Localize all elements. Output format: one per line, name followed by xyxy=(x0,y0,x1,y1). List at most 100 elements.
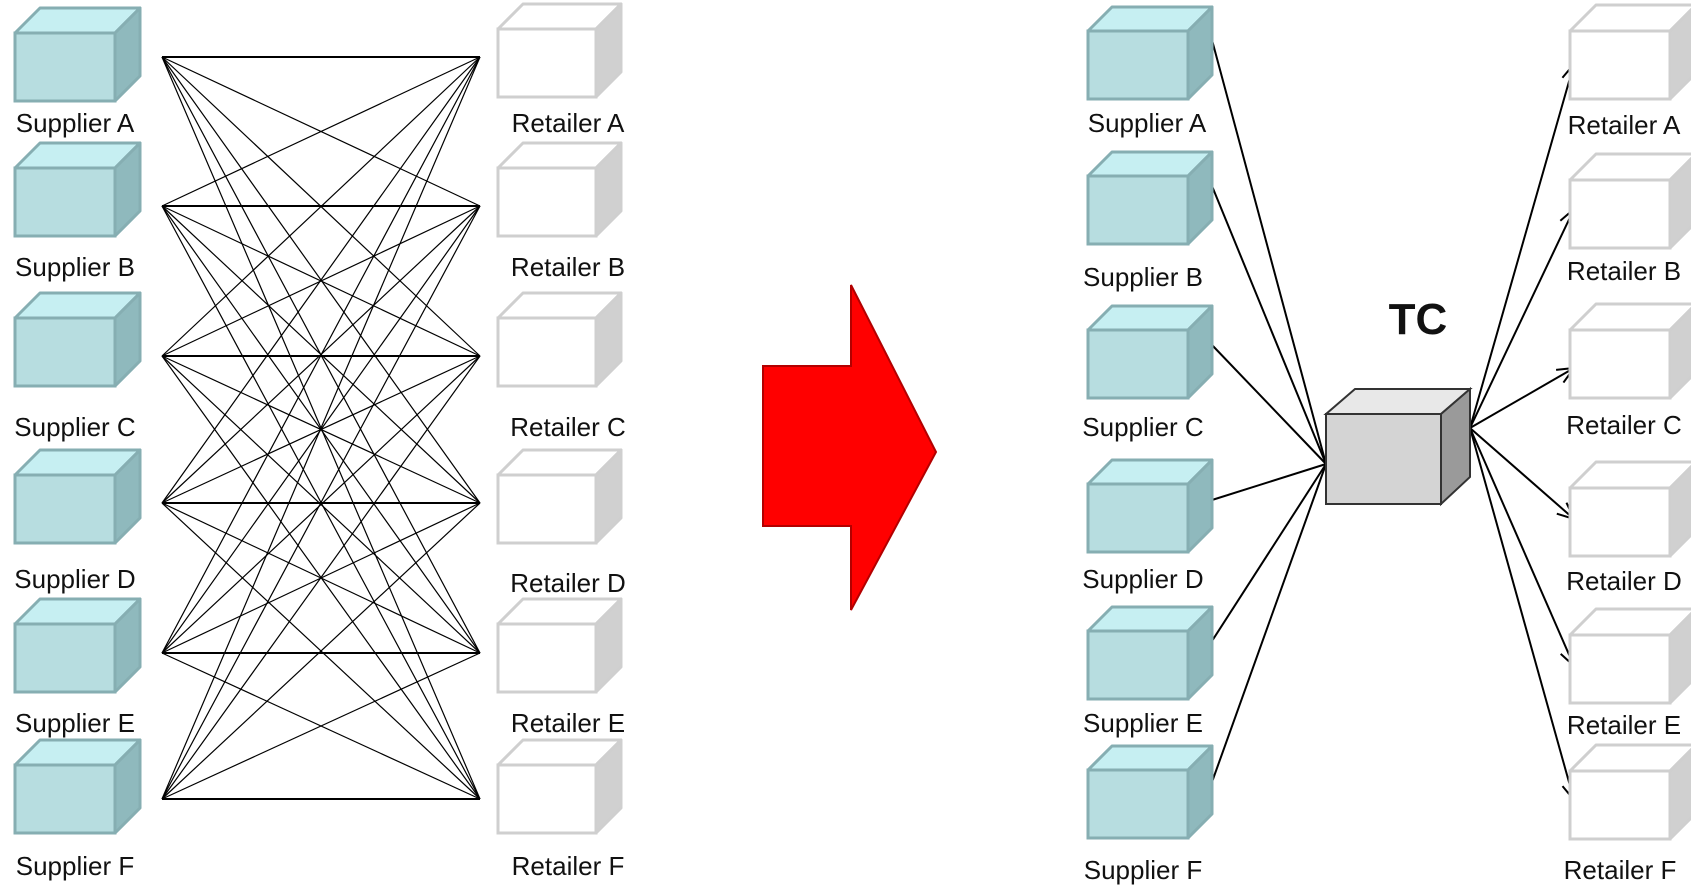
right-retailer-b-box-front xyxy=(1568,178,1672,250)
left-supplier-b-box xyxy=(13,141,142,238)
right-arrow-icon xyxy=(762,284,938,611)
left-supplier-f-box-front xyxy=(13,763,117,835)
right-retailer-f-label: Retailer F xyxy=(1563,855,1677,885)
right-retailer-f-link xyxy=(1469,427,1575,801)
right-supplier-e-box-front xyxy=(1086,629,1190,701)
right-supplier-c-link xyxy=(1211,344,1327,465)
tc-hub-front xyxy=(1325,413,1442,505)
left-supplier-e-box-front xyxy=(13,622,117,694)
left-retailer-f-box-front xyxy=(496,763,598,835)
left-supplier-d-label: Supplier D xyxy=(14,564,136,594)
left-link-f-c xyxy=(161,355,481,800)
left-retailer-a-box-front xyxy=(496,27,598,99)
left-link-d-a xyxy=(161,56,481,504)
right-retailer-e-label: Retailer E xyxy=(1566,710,1682,740)
left-supplier-f-box xyxy=(13,738,142,835)
left-retailer-e-label: Retailer E xyxy=(510,708,626,738)
left-supplier-d-box xyxy=(13,448,142,545)
right-retailer-f-box xyxy=(1568,743,1691,841)
left-supplier-c-label: Supplier C xyxy=(14,412,136,442)
right-retailer-e-box-front xyxy=(1568,633,1672,705)
right-supplier-b-link xyxy=(1211,185,1327,465)
right-supplier-c-box-front xyxy=(1086,328,1190,400)
right-supplier-a-box-front xyxy=(1086,29,1190,101)
left-retailer-b-box-front xyxy=(496,166,598,238)
left-supplier-d-box-front xyxy=(13,473,117,545)
left-retailer-b-label: Retailer B xyxy=(510,252,626,282)
left-retailer-d-label: Retailer D xyxy=(510,568,626,598)
left-retailer-e-box-front xyxy=(496,622,598,694)
right-supplier-b-box-front xyxy=(1086,174,1190,246)
right-retailer-d-box xyxy=(1568,460,1691,558)
left-supplier-f-label: Supplier F xyxy=(15,851,135,881)
right-retailer-c-box-front xyxy=(1568,328,1672,400)
left-link-b-a xyxy=(161,56,481,207)
left-retailer-c-box xyxy=(496,291,623,388)
right-supplier-d-box xyxy=(1086,458,1214,554)
left-supplier-a-box-front xyxy=(13,31,117,103)
left-link-f-d xyxy=(161,502,481,800)
tc-hub-label: TC xyxy=(1388,295,1448,344)
right-retailer-a-label: Retailer A xyxy=(1567,110,1681,140)
right-supplier-c-box xyxy=(1086,304,1214,400)
left-link-f-a xyxy=(161,56,481,800)
right-supplier-f-label: Supplier F xyxy=(1083,855,1203,885)
right-supplier-b-label: Supplier B xyxy=(1083,262,1203,292)
right-retailer-d-label: Retailer D xyxy=(1566,566,1682,596)
right-supplier-e-box xyxy=(1086,605,1214,701)
right-supplier-a-link xyxy=(1211,39,1327,465)
left-link-e-c xyxy=(161,355,481,654)
right-retailer-b-box xyxy=(1568,152,1691,250)
right-retailer-d-link xyxy=(1469,427,1575,520)
right-supplier-d-label: Supplier D xyxy=(1082,564,1204,594)
right-retailer-c-label: Retailer C xyxy=(1566,410,1682,440)
left-retailer-d-box xyxy=(496,448,623,545)
right-supplier-a-box xyxy=(1086,5,1214,101)
left-retailer-c-box-front xyxy=(496,316,598,388)
left-retailer-a-label: Retailer A xyxy=(511,108,625,138)
left-link-e-a xyxy=(161,56,481,654)
left-link-f-b xyxy=(161,205,481,800)
right-supplier-f-link xyxy=(1211,463,1327,783)
right-supplier-d-link xyxy=(1211,463,1327,501)
left-supplier-b-box-front xyxy=(13,166,117,238)
left-retailer-b-box xyxy=(496,141,623,238)
right-retailer-a-link xyxy=(1469,63,1575,429)
left-link-c-a xyxy=(161,56,481,357)
right-supplier-f-box-front xyxy=(1086,768,1190,840)
right-retailer-b-label: Retailer B xyxy=(1566,256,1682,286)
right-supplier-d-box-front xyxy=(1086,482,1190,554)
left-supplier-a-box xyxy=(13,6,142,103)
tc-hub-box xyxy=(1323,386,1473,507)
right-supplier-a-label: Supplier A xyxy=(1087,108,1207,138)
left-supplier-c-box xyxy=(13,291,142,388)
left-retailer-f-box xyxy=(496,738,623,835)
right-retailer-e-box xyxy=(1568,607,1691,705)
right-retailer-e-link xyxy=(1469,427,1575,667)
right-retailer-c-box xyxy=(1568,302,1691,400)
left-supplier-c-box-front xyxy=(13,316,117,388)
right-supplier-f-box xyxy=(1086,744,1214,840)
left-supplier-e-label: Supplier E xyxy=(15,708,135,738)
left-supplier-b-label: Supplier B xyxy=(15,252,135,282)
left-supplier-e-box xyxy=(13,597,142,694)
left-retailer-e-box xyxy=(496,597,623,694)
right-retailer-c-link xyxy=(1469,367,1575,429)
right-retailer-f-box-front xyxy=(1568,769,1672,841)
right-supplier-b-box xyxy=(1086,150,1214,246)
right-supplier-e-label: Supplier E xyxy=(1083,708,1203,738)
right-retailer-a-box xyxy=(1568,3,1691,101)
right-retailer-b-link xyxy=(1469,208,1575,429)
left-retailer-d-box-front xyxy=(496,473,598,545)
left-link-f-e xyxy=(161,652,481,800)
left-retailer-a-box xyxy=(496,2,623,99)
left-retailer-f-label: Retailer F xyxy=(511,851,625,881)
right-supplier-c-label: Supplier C xyxy=(1082,412,1204,442)
right-retailer-a-box-front xyxy=(1568,29,1672,101)
left-retailer-c-label: Retailer C xyxy=(510,412,626,442)
right-supplier-e-link xyxy=(1211,463,1327,642)
left-supplier-a-label: Supplier A xyxy=(15,108,135,138)
right-retailer-d-box-front xyxy=(1568,486,1672,558)
